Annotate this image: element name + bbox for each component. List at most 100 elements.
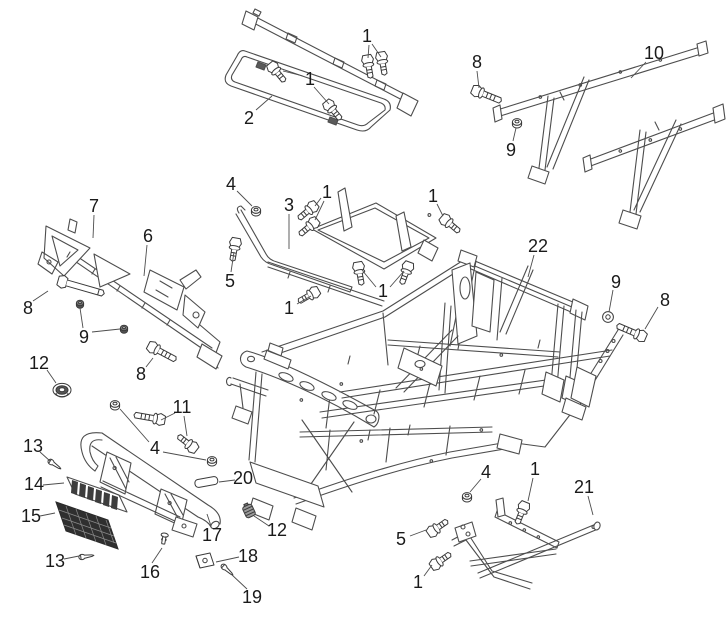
leader-line xyxy=(79,307,84,329)
callout-label-1-17: 1 xyxy=(378,281,388,301)
leader-line xyxy=(32,290,49,302)
callout-label-12-31: 12 xyxy=(267,520,287,540)
frame-wing xyxy=(587,329,624,383)
bolt-1 xyxy=(510,499,532,527)
bolt-1 xyxy=(427,548,455,573)
callout-label-13-24: 13 xyxy=(23,436,43,456)
support-legs xyxy=(538,76,682,215)
nut-4 xyxy=(250,206,262,217)
callout-label-11-22: 11 xyxy=(173,397,192,417)
part-3-front-support xyxy=(235,187,439,307)
frame-bull-foot xyxy=(231,405,253,425)
frame-bottom-rail xyxy=(293,397,584,505)
leader-line xyxy=(367,44,370,59)
callout-label-9-20: 9 xyxy=(611,272,621,292)
callout-label-1-38: 1 xyxy=(413,572,423,592)
leader-line xyxy=(527,477,534,502)
grille15-outline xyxy=(55,501,119,550)
rack-rail-clips xyxy=(252,8,387,91)
leader-line xyxy=(282,70,304,77)
weldment-left-detail xyxy=(46,235,79,267)
frame-mid-plate-hole xyxy=(414,360,426,368)
frame-beam-hole-left xyxy=(246,355,256,363)
bolt-11 xyxy=(132,408,167,427)
nut-4 xyxy=(206,456,218,467)
leader-line xyxy=(314,197,322,207)
bumper-tube-cap xyxy=(210,520,220,530)
bolt-5 xyxy=(424,515,452,540)
frame-beam-slots xyxy=(278,372,358,410)
beam-slot xyxy=(342,400,358,410)
support-bars xyxy=(496,46,718,168)
callout-label-1-14: 1 xyxy=(322,182,332,202)
leader-line xyxy=(39,451,51,462)
bolt-1 xyxy=(395,259,416,287)
leader-line xyxy=(389,270,405,288)
nut-4 xyxy=(109,400,121,411)
callout-label-8-8: 8 xyxy=(23,298,33,318)
bolt-11 xyxy=(173,430,201,456)
leader-line xyxy=(361,269,377,288)
grommet-12 xyxy=(52,382,72,398)
frame-front-drop xyxy=(248,371,355,495)
callout-label-1-15: 1 xyxy=(428,186,438,206)
callout-label-15-26: 15 xyxy=(21,506,41,526)
frame-cage-panel-cutout xyxy=(459,276,471,300)
part-14-upper-grille xyxy=(66,476,128,513)
leader-line xyxy=(42,482,65,486)
rack-tube-inner xyxy=(230,55,386,127)
screw-13 xyxy=(77,552,95,561)
callout-label-7-6: 7 xyxy=(89,196,99,216)
front-bumper-assembly xyxy=(80,432,221,538)
rack-tube-outer xyxy=(224,50,391,132)
callout-label-1-18: 1 xyxy=(284,298,294,318)
callout-label-8-4: 8 xyxy=(472,52,482,72)
support-corner-bracket xyxy=(417,239,439,262)
callout-label-12-11: 12 xyxy=(29,353,49,373)
frame-detail-ticks xyxy=(299,339,541,463)
subframe-tube-cap xyxy=(593,521,601,531)
beam-slot xyxy=(278,372,294,382)
leader-line xyxy=(236,190,253,207)
leader-line xyxy=(215,556,240,563)
callout-label-17-29: 17 xyxy=(202,525,222,545)
callout-label-13-27: 13 xyxy=(45,551,65,571)
leader-line xyxy=(296,295,312,305)
frame-crossmembers xyxy=(325,369,526,471)
bumper-lower-bracket xyxy=(171,516,198,538)
leader-line xyxy=(230,573,248,590)
frame-wing-bracket xyxy=(561,366,597,421)
frame-beam-bracket xyxy=(263,342,292,370)
nut-4 xyxy=(461,492,473,503)
part-7-6-dash-weldment xyxy=(37,218,223,370)
leader-line xyxy=(253,515,270,527)
callout-label-9-5: 9 xyxy=(506,140,516,160)
bolt-1 xyxy=(264,59,290,86)
subframe-clamp-detail xyxy=(460,524,471,537)
leader-line xyxy=(183,415,188,437)
bolt-1 xyxy=(374,50,392,77)
leader-line xyxy=(230,251,235,273)
callout-label-1-0: 1 xyxy=(362,26,372,46)
leader-line xyxy=(206,513,212,527)
callout-label-4-12: 4 xyxy=(226,174,236,194)
leader-line xyxy=(527,254,535,278)
leader-line xyxy=(608,289,614,313)
leader-line xyxy=(145,357,154,368)
frame-bull-tube xyxy=(226,376,269,409)
callout-label-4-23: 4 xyxy=(150,438,160,458)
rivet-16 xyxy=(159,531,170,546)
leader-line xyxy=(587,495,594,516)
leader-line xyxy=(162,451,207,461)
leader-line xyxy=(630,61,647,79)
part-21-rear-subframe xyxy=(451,497,601,590)
weldment-ticks xyxy=(66,251,171,326)
grille14-slats xyxy=(71,480,118,510)
leader-line xyxy=(512,127,517,142)
frame-apex-cap xyxy=(457,249,589,321)
bumper-tube xyxy=(80,432,221,528)
bolt-1 xyxy=(294,284,323,308)
